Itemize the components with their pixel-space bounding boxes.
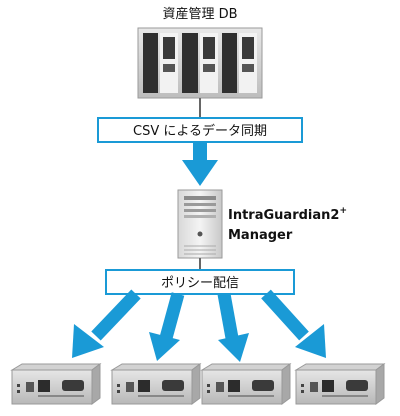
delivery-arrow-2 [149, 292, 185, 361]
delivery-arrow-4 [261, 289, 326, 358]
svg-text:IntraGuardian2+: IntraGuardian2+ [228, 206, 347, 223]
sync-arrow [182, 142, 218, 186]
policy-box: ポリシー配信 [105, 269, 295, 295]
db-title: 資産管理 DB [162, 6, 237, 22]
network-device-icon [10, 363, 102, 405]
manager-sup: + [339, 206, 347, 216]
network-device-icon [110, 363, 202, 405]
network-device-icon [294, 363, 386, 405]
csv-sync-box: CSV によるデータ同期 [97, 117, 303, 143]
csv-sync-label: CSV によるデータ同期 [133, 123, 267, 139]
network-device-icon [200, 363, 292, 405]
policy-label: ポリシー配信 [161, 276, 239, 291]
delivery-arrow-1 [72, 289, 141, 358]
database-server-icon [137, 27, 263, 99]
manager-line2: Manager [228, 228, 293, 243]
manager-server-icon [177, 189, 223, 259]
manager-label: IntraGuardian2+ Manager [228, 206, 347, 243]
delivery-arrow-3 [217, 292, 249, 362]
device-row [10, 363, 386, 405]
manager-name: IntraGuardian2 [228, 208, 339, 223]
